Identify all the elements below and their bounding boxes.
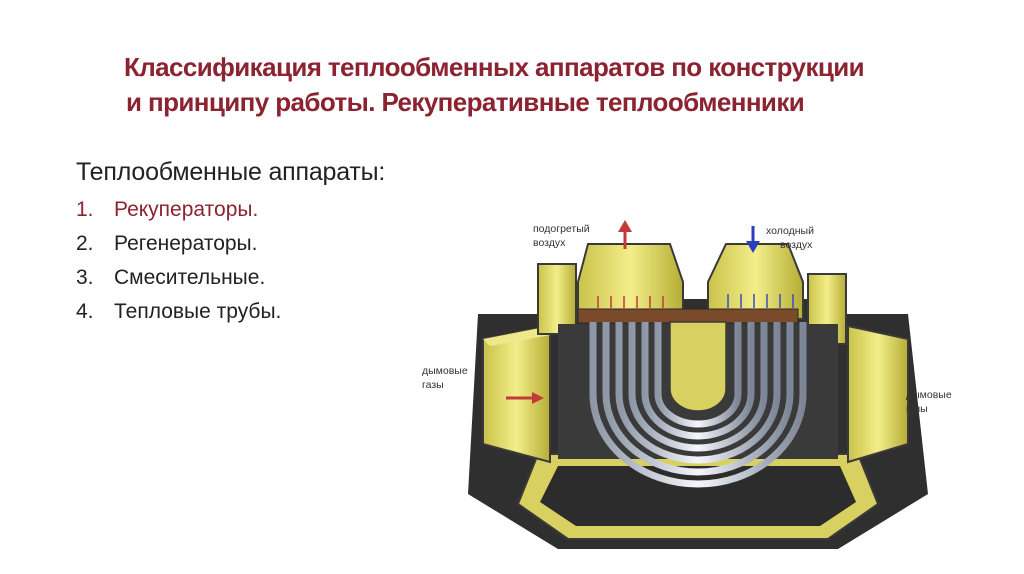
cold-air-arrow-icon <box>746 226 760 253</box>
list-item: 2.Регенераторы. <box>76 232 258 255</box>
left-post <box>537 263 577 335</box>
title-line-1: Классификация теплообменных аппаратов по… <box>124 52 865 82</box>
list-item: 4.Тепловые трубы. <box>76 300 282 323</box>
apparatus-list: 1.Рекуператоры. 2.Регенераторы. 3.Смесит… <box>76 193 281 329</box>
cold-air-hood <box>707 243 804 320</box>
tube-sheet <box>577 308 799 324</box>
heated-air-label-2: воздух <box>533 237 566 249</box>
cold-flow-arrows <box>727 294 794 308</box>
heated-air-label-1: подогретый <box>533 223 590 235</box>
list-item: 1.Рекуператоры. <box>76 198 259 221</box>
flue-out-label-1: дымовые <box>906 389 952 401</box>
flue-out-label-2: газы <box>906 403 928 415</box>
baffle-core <box>669 321 727 412</box>
list-item: 3.Смесительные. <box>76 266 266 289</box>
u-tube-bank <box>589 322 807 488</box>
slide-title: Классификация теплообменных аппаратов по… <box>124 50 984 120</box>
flue-in-label-1: дымовые <box>422 365 468 377</box>
recuperator-diagram: подогретый воздух холодный воздух дымовы… <box>422 220 952 549</box>
section-heading: Теплообменные аппараты: <box>76 158 386 186</box>
heated-air-arrow-icon <box>618 220 632 249</box>
heated-air-hood <box>577 243 684 320</box>
cold-air-label-1: холодный <box>766 225 814 237</box>
flue-outlet <box>847 324 909 464</box>
hot-flow-arrows <box>597 296 664 308</box>
cold-air-label-2: воздух <box>780 239 813 251</box>
flue-in-label-2: газы <box>422 379 444 391</box>
flue-inlet-arrow-icon <box>506 392 544 404</box>
flue-inlet <box>482 324 551 464</box>
title-line-2: и принципу работы. Рекуперативные теплоо… <box>126 87 805 117</box>
